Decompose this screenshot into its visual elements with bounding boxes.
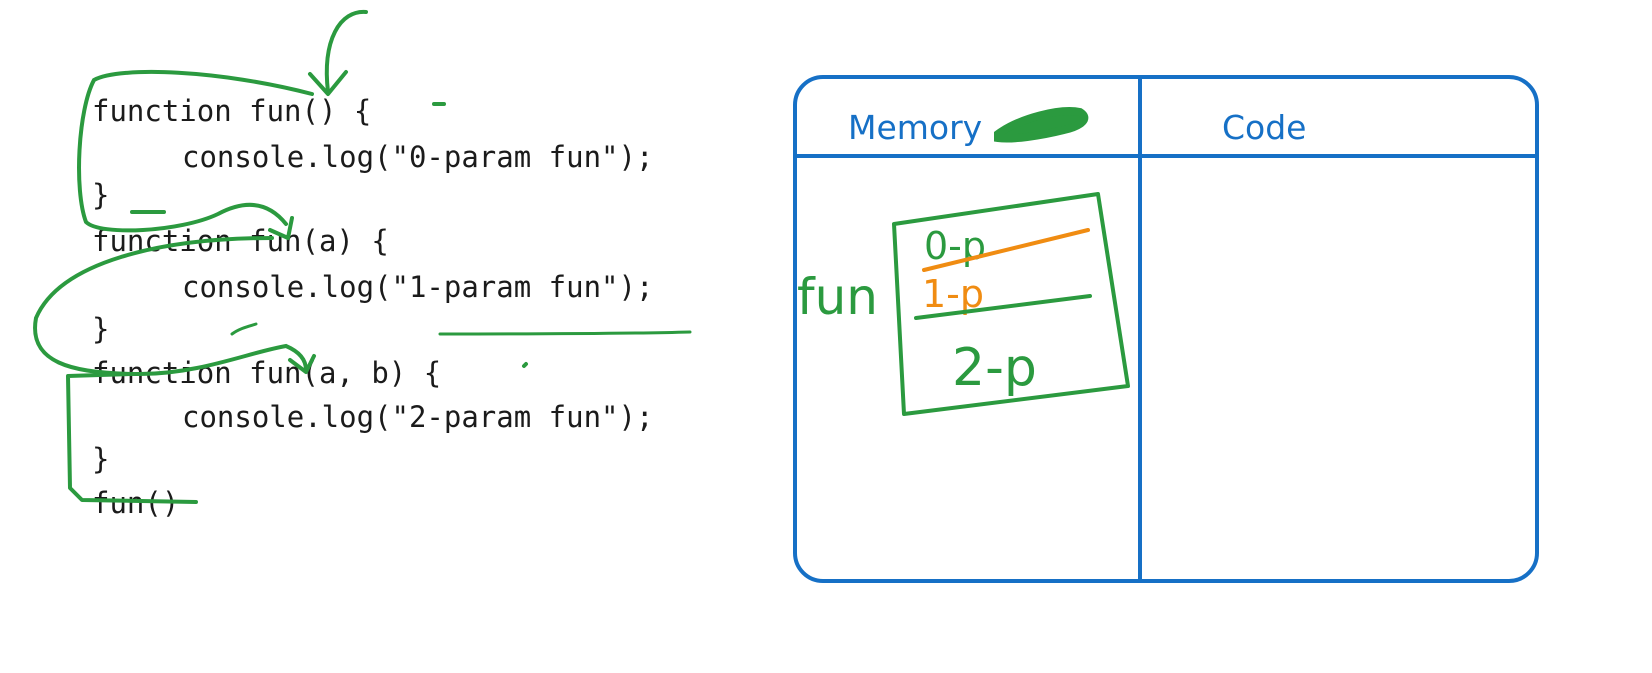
arrow-loop-fun0-to-fun1 [77,69,314,233]
code-column-header: Code [1222,108,1307,147]
tick-mark-2 [522,362,528,368]
curl-mark [230,322,258,336]
arrow-top-to-fun [324,9,368,94]
bracket-fun2-to-call [66,372,198,504]
memory-entry-1: 1-p [922,272,985,316]
code-line-fun1-body: console.log("1-param fun"); [182,270,654,304]
strike-entry-0 [922,228,1090,272]
code-line-fun2-body: console.log("2-param fun"); [182,400,654,434]
execution-context-box [793,75,1539,583]
memory-entry-2: 2-p [952,338,1037,398]
memory-slot-box [892,192,1130,416]
arrowhead-top [308,70,348,96]
memory-variable-name: fun [797,268,878,326]
column-divider [1138,75,1142,583]
arrowhead-fun2 [288,354,316,374]
arrowhead-fun1 [268,216,294,240]
code-line-fun1-close: } [92,312,110,346]
memory-column-header: Memory [848,108,983,147]
strike-entry-1 [914,294,1092,320]
header-divider [793,154,1539,158]
code-line-fun2-close: } [92,442,110,476]
arrow-loop-fun1-to-fun2 [33,236,308,377]
code-line-fun0-close: } [92,178,110,212]
highlight-scribble [994,107,1089,143]
code-line-fun0-signature: function fun() { [92,94,372,128]
underline-1-param [438,330,692,336]
code-line-fun0-body: console.log("0-param fun"); [182,140,654,174]
